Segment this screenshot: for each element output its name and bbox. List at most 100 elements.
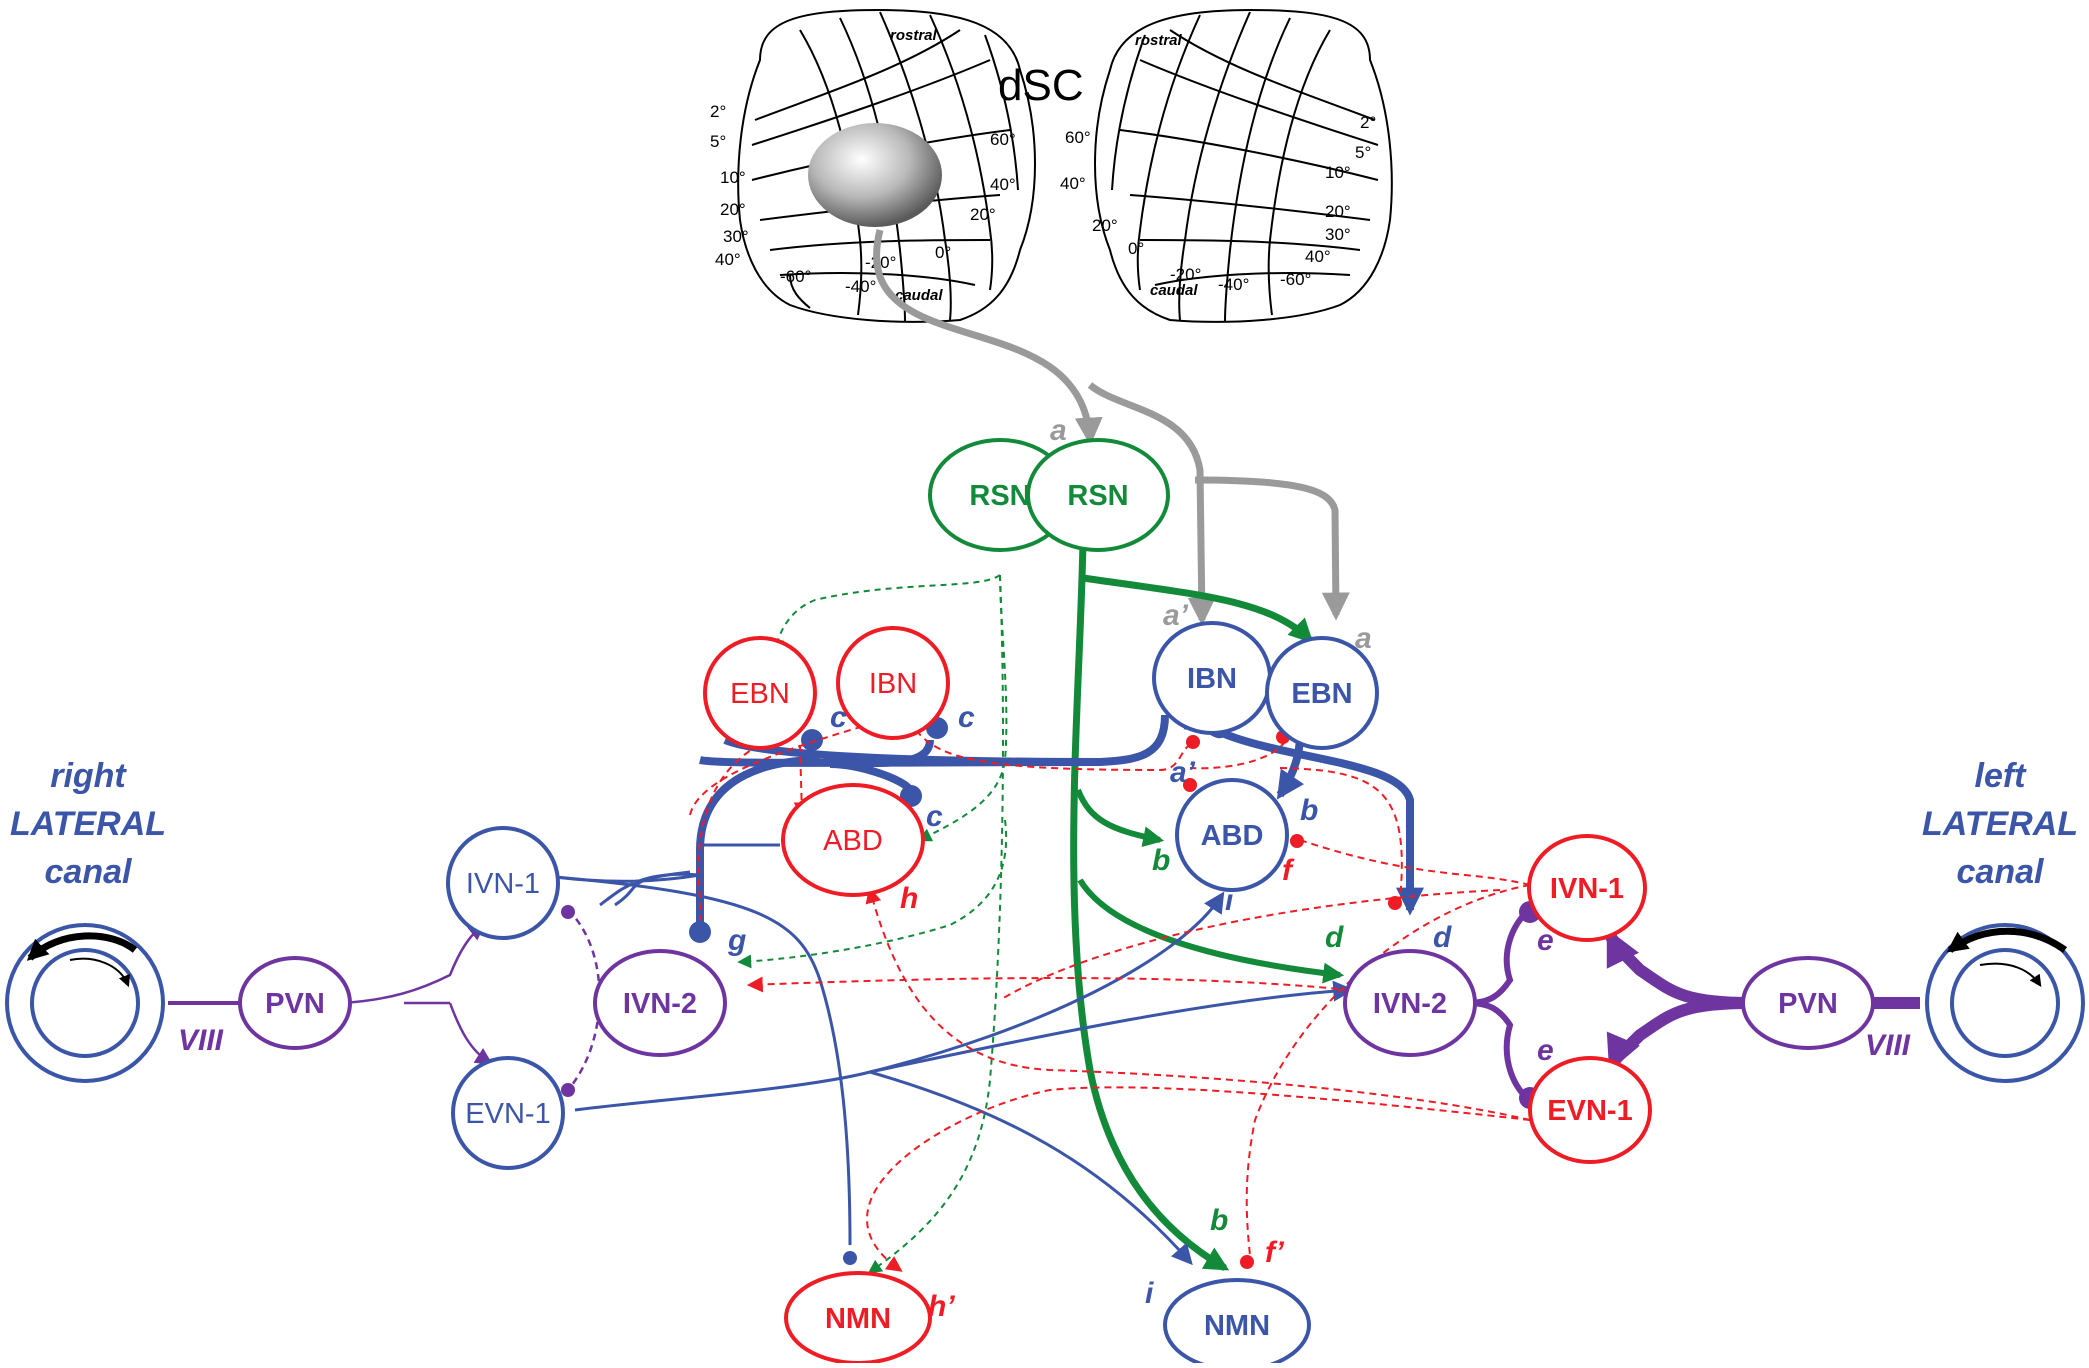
node-label: IBN [1187, 663, 1237, 695]
map-tick-right: -60° [1280, 270, 1311, 289]
map-tick-right: 20° [1325, 202, 1351, 221]
map-tick-right: 30° [1325, 225, 1351, 244]
node-ellipse [1528, 1056, 1652, 1164]
node-evn1-right: EVN-1 [1528, 1056, 1652, 1164]
red-inhibitory-pathways [689, 714, 1531, 1272]
activity-hill-sphere [808, 123, 942, 227]
map-tick-right: -20° [1170, 265, 1201, 284]
map-tick-left: 20° [970, 205, 996, 224]
map-tick-right: 2° [1360, 113, 1376, 132]
node-label: IVN-2 [1373, 988, 1447, 1020]
node-ivn2-right: IVN-2 [1343, 949, 1477, 1057]
node-nmn-left: NMN [784, 1271, 932, 1365]
map-tick-left: 10° [720, 168, 746, 187]
node-label: EBN [730, 678, 790, 710]
node-label: IVN-1 [1550, 873, 1624, 905]
node-evn1-left: EVN-1 [451, 1056, 565, 1170]
node-pvn-left: PVN [238, 956, 352, 1050]
map-tick-left: 5° [710, 132, 726, 151]
label-g-blue: g [727, 924, 746, 957]
purple-pathways [168, 907, 1920, 1103]
map-tick-left: 30° [723, 227, 749, 246]
label-c3: c [926, 800, 943, 833]
node-ellipse [1343, 949, 1477, 1057]
canal-right-line2: LATERAL [10, 805, 166, 843]
label-c1: c [830, 701, 847, 734]
node-abd-right: ABD [1175, 778, 1289, 892]
canal-left-line3: canal [1957, 853, 2045, 891]
label-f-red: f [1282, 854, 1295, 887]
node-label: ABD [1201, 820, 1264, 852]
label-b-green: b [1152, 844, 1170, 877]
node-abd-left: ABD [781, 783, 925, 897]
label-h-red: h [900, 882, 918, 915]
label-c2: c [958, 701, 975, 734]
map-tick-left: 20° [720, 200, 746, 219]
nerve-viii-left: VIII [178, 1024, 224, 1057]
canal-right-line1: right [50, 757, 127, 795]
node-ibn-right: IBN [1152, 621, 1272, 735]
node-ellipse [703, 636, 817, 750]
node-ibn-left: IBN [836, 626, 950, 740]
node-ivn2-left: IVN-2 [593, 949, 727, 1057]
map-tick-right: -40° [1218, 275, 1249, 294]
map-tick-left: 40° [990, 175, 1016, 194]
map-tick-left: -60° [780, 267, 811, 286]
node-label: RSN [969, 480, 1030, 512]
node-label: RSN [1067, 480, 1128, 512]
map-tick-left: 0° [935, 243, 951, 262]
right-lateral-canal [5, 923, 165, 1083]
map-tick-right: 10° [1325, 163, 1351, 182]
caudal-label-left: caudal [895, 287, 943, 304]
node-ellipse [781, 783, 925, 897]
label-a-prime-blue: a’ [1170, 756, 1196, 789]
dsc-title: dSC [998, 61, 1084, 110]
label-d-green: d [1325, 921, 1344, 954]
label-a-top: a [1050, 414, 1067, 447]
canal-left-line1: left [1975, 757, 2028, 795]
map-tick-left: -20° [865, 253, 896, 272]
canal-right-line3: canal [45, 853, 133, 891]
gray-pathways [873, 229, 1350, 626]
node-pvn-right: PVN [1741, 956, 1875, 1050]
pathway-letters: a a’ a c c c a’ b b f h g i d d e e b f’… [727, 414, 1554, 1323]
label-h-prime: h’ [928, 1290, 955, 1323]
label-d-blue: d [1433, 921, 1452, 954]
node-ebn-right: EBN [1265, 636, 1379, 750]
label-a-right: a [1355, 622, 1372, 655]
node-ellipse [1265, 636, 1379, 750]
node-label: EBN [1291, 678, 1352, 710]
node-ellipse [1026, 438, 1170, 552]
label-i-blue-bottom: i [1145, 1277, 1154, 1310]
nerve-viii-right: VIII [1865, 1029, 1911, 1062]
label-e-top: e [1537, 924, 1554, 957]
map-tick-left: 40° [715, 250, 741, 269]
label-e-bottom: e [1537, 1034, 1554, 1067]
map-tick-right: 60° [1065, 128, 1091, 147]
label-f-prime: f’ [1265, 1236, 1285, 1269]
label-i-blue-top: i [1225, 884, 1234, 917]
label-b-blue: b [1300, 794, 1318, 827]
map-tick-right: 0° [1128, 239, 1144, 258]
canal-labels: right LATERAL canal left LATERAL canal [10, 757, 2078, 891]
map-tick-left: 2° [710, 102, 726, 121]
node-ellipse [238, 956, 352, 1050]
label-a-prime-gray: a’ [1163, 599, 1189, 632]
collicular-map-left [737, 8, 1036, 323]
node-ellipse [1527, 834, 1647, 942]
canal-left-line2: LATERAL [1922, 805, 2078, 843]
node-ebn-left: EBN [703, 636, 817, 750]
node-label: IVN-1 [466, 868, 540, 900]
left-lateral-canal [1925, 923, 2085, 1083]
node-label: EVN-1 [465, 1098, 550, 1130]
node-label: IVN-2 [623, 988, 697, 1020]
rostral-label-left: rostral [890, 27, 938, 44]
node-ellipse [1175, 778, 1289, 892]
node-label: IBN [869, 668, 917, 700]
nerve-labels: VIII VIII [178, 1024, 1911, 1062]
node-ellipse [446, 826, 560, 940]
caudal-label-right: caudal [1150, 282, 1198, 299]
